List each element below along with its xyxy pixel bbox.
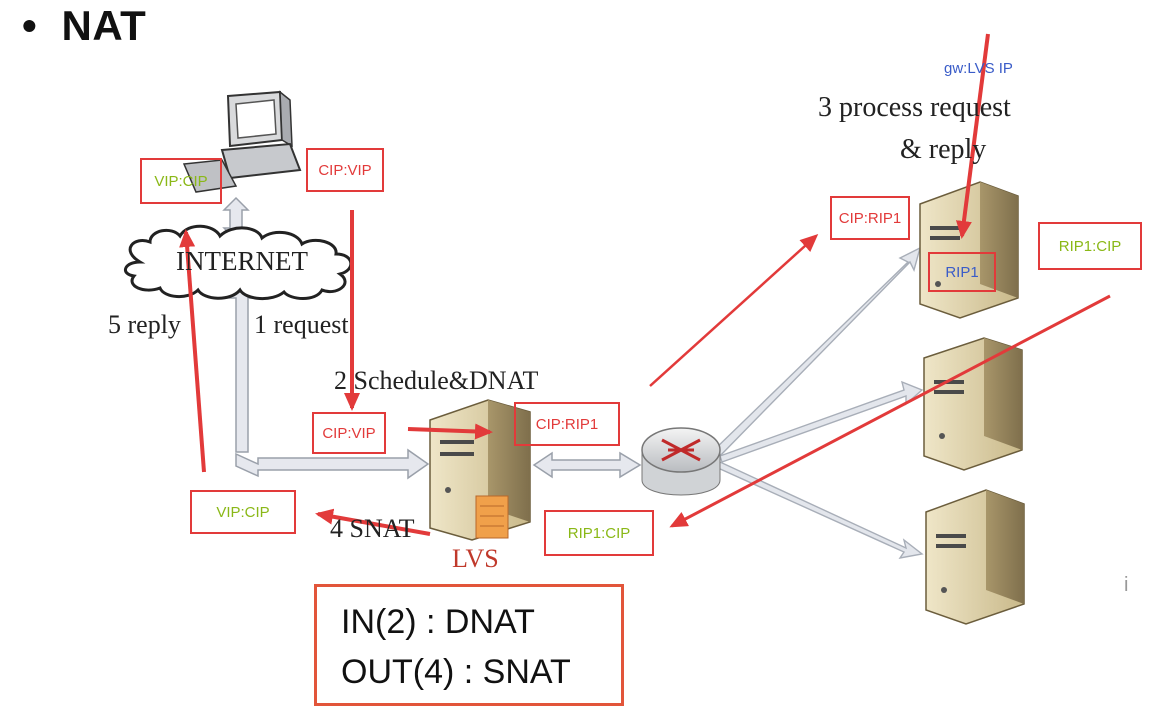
internet-label: INTERNET [176,246,308,276]
arrow-rs-reply [669,294,1111,528]
bullet: • [22,2,62,49]
arrow-reply-up [179,229,206,473]
router-server3-arrow [717,461,924,559]
mode-in-line: IN(2) : DNAT [341,603,535,641]
computer-icon [182,90,302,193]
step5-label: 5 reply [108,310,181,339]
label-rip1: RIP1 [928,252,996,292]
server-2 [923,337,1023,471]
label-rip1-cip-right: RIP1:CIP [1038,222,1142,270]
label-cip-vip-top: CIP:VIP [306,148,384,192]
label-rip1-cip-bottom: RIP1:CIP [544,510,654,556]
router-icon [641,427,721,496]
router-server2-arrow [719,380,924,463]
label-vip-cip-top: VIP:CIP [140,158,222,204]
red-arrows [179,33,1111,536]
internet-lvs-vertical-arrow [228,282,256,453]
label-cip-rip1-top: CIP:RIP1 [830,196,910,240]
step3-label-line1: 3 process request [818,92,1011,123]
step4-label: 4 SNAT [330,514,415,543]
router-server-arrows [711,246,924,559]
label-cip-rip1-mid: CIP:RIP1 [514,402,620,446]
title-text: NAT [61,2,147,49]
arrow-dnat [407,423,493,440]
mode-out-line: OUT(4) : SNAT [341,653,571,691]
nat-mode-box: IN(2) : DNAT OUT(4) : SNAT [314,584,624,706]
lvs-server [429,399,531,541]
step2-label: 2 Schedule&DNAT [334,366,539,395]
step3-label-line2: & reply [900,134,987,165]
router-server1-arrow [711,246,922,462]
label-cip-vip-mid: CIP:VIP [312,412,386,454]
lvs-label: LVS [452,544,499,573]
label-vip-cip-bottom: VIP:CIP [190,490,296,534]
to-lvs-horizontal-arrow [235,448,430,480]
gateway-label: gw:LVS IP [944,60,1013,77]
server-1 [919,181,1019,319]
lvs-router-arrow [532,451,642,479]
server-3 [925,489,1025,625]
arrow-to-rs [649,233,819,387]
gray-connectors [222,196,642,480]
arrow-snat [315,508,431,536]
step1-label: 1 request [254,310,349,339]
arrow-gw-down [955,33,990,239]
side-mark: i [1124,574,1129,596]
page-title: • NAT [22,2,146,50]
